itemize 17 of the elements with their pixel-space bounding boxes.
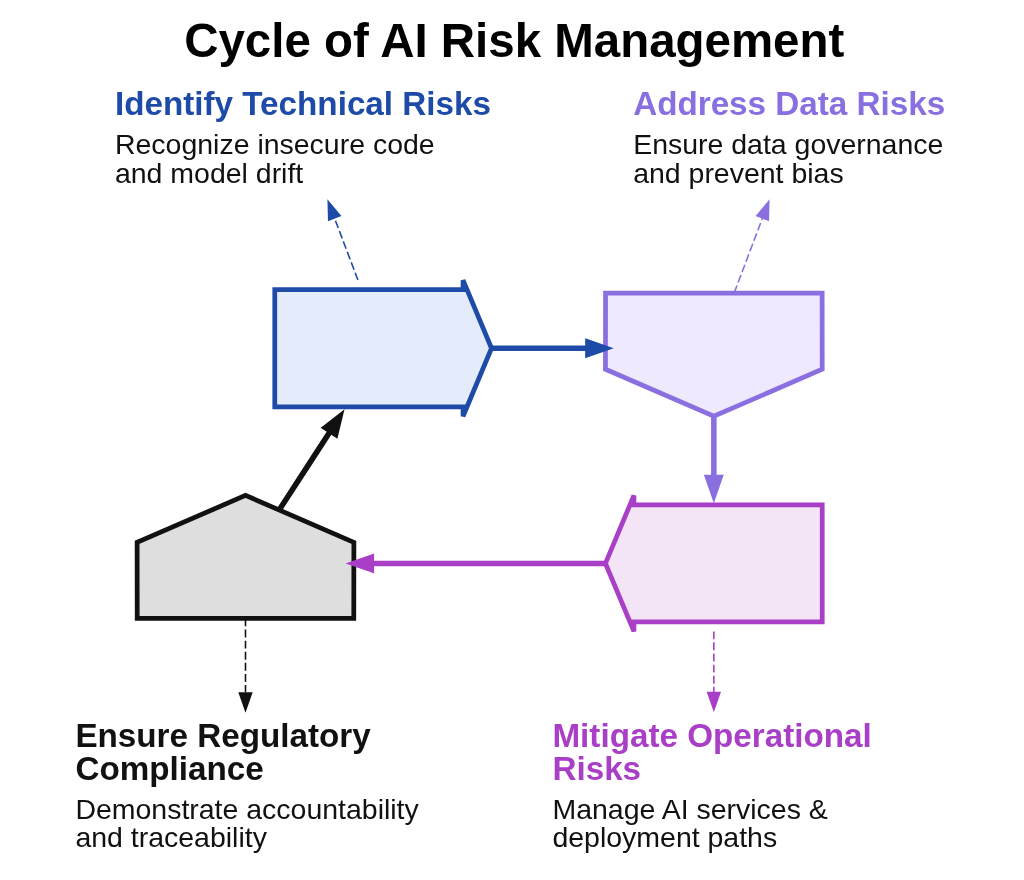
node-text: Address Data Risks Ensure data governance and prevent bias bbox=[632, 85, 945, 189]
node-arrow bbox=[134, 492, 356, 621]
arrow bbox=[706, 630, 721, 713]
node-text: Mitigate Operational Risks Manage AI services & deployment paths bbox=[551, 716, 872, 854]
node-text: Identify Technical Risks Recognize insecure code and model drift bbox=[114, 85, 491, 189]
diagram-title: Cycle of AI Risk Management bbox=[183, 14, 844, 68]
arrow bbox=[237, 617, 253, 713]
node-arrow bbox=[271, 277, 494, 419]
node-text: Ensure Regulatory Compliance Demonstrate accountability and traceability bbox=[74, 716, 419, 854]
arrow bbox=[345, 553, 605, 574]
arrow bbox=[491, 338, 614, 359]
node-arrow bbox=[602, 290, 825, 419]
arrow bbox=[276, 409, 345, 512]
arrow bbox=[326, 199, 359, 281]
arrow bbox=[732, 199, 770, 294]
arrow bbox=[703, 416, 724, 504]
node-arrow bbox=[602, 493, 825, 634]
